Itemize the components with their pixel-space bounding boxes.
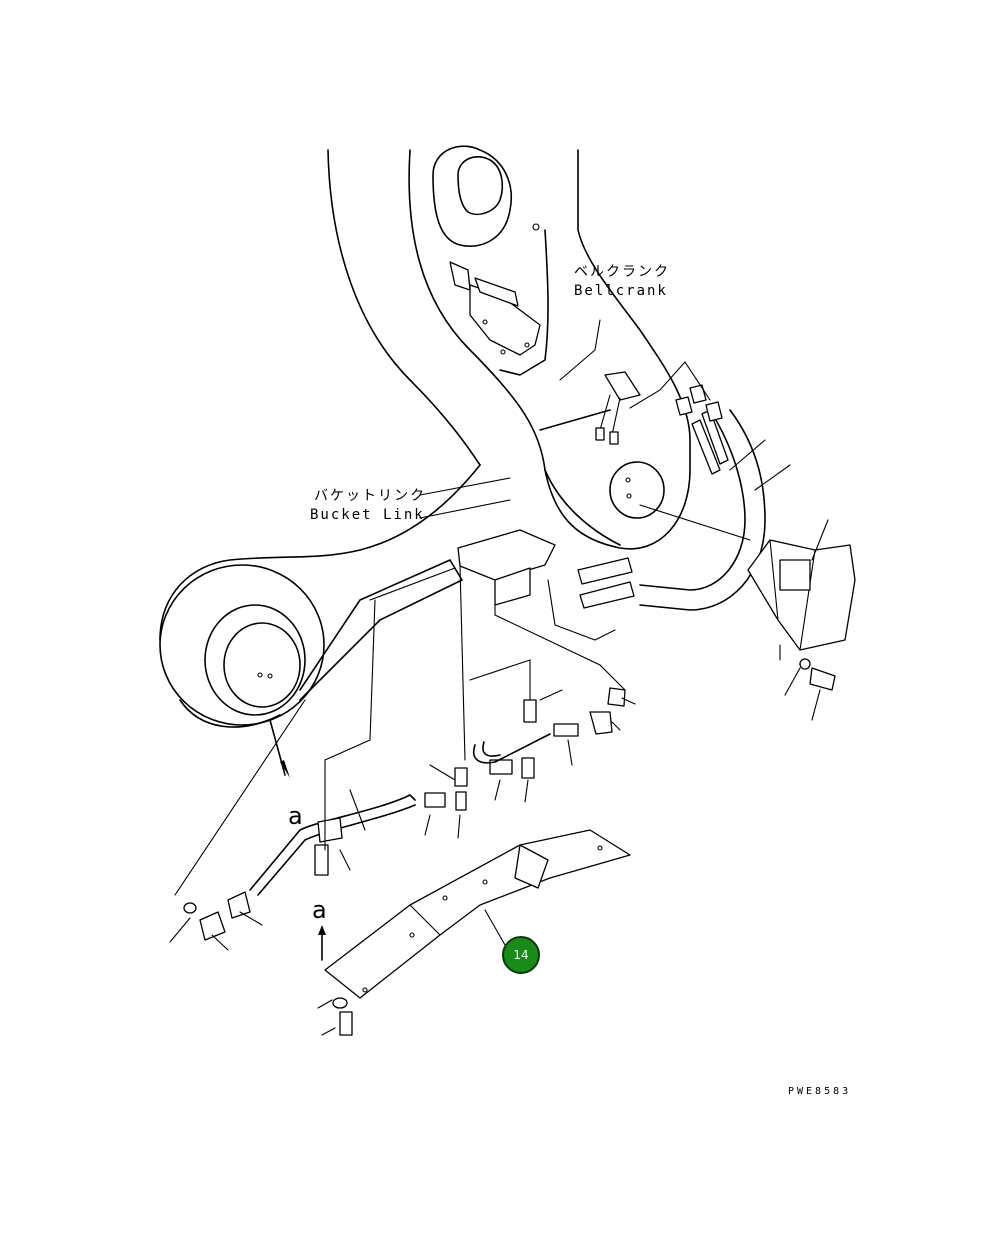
right-block [639,504,856,721]
bucket-link-label-en: Bucket Link [310,507,425,523]
view-a-label-lower: a [312,896,327,924]
part-callout-14[interactable]: 14 [502,936,540,974]
drawing-code: PWE8583 [788,1086,852,1097]
bellcrank-label-en: Bellcrank [574,283,668,299]
view-arrows [269,719,326,961]
bellcrank-arm [327,145,691,550]
bellcrank-label-jp: ベルクランク [574,264,670,280]
bucket-link-label-jp: バケットリンク [314,488,426,504]
cover-plate [317,829,631,1036]
right-hoses [577,409,766,611]
bellcrank-bracket [449,261,541,356]
callout-number: 14 [513,948,529,962]
center-block [457,529,626,761]
bucket-link [159,464,621,728]
leader-lines [169,319,791,951]
view-a-label-upper: a [288,802,303,830]
upper-fittings [595,361,723,445]
lower-fittings [174,599,626,941]
